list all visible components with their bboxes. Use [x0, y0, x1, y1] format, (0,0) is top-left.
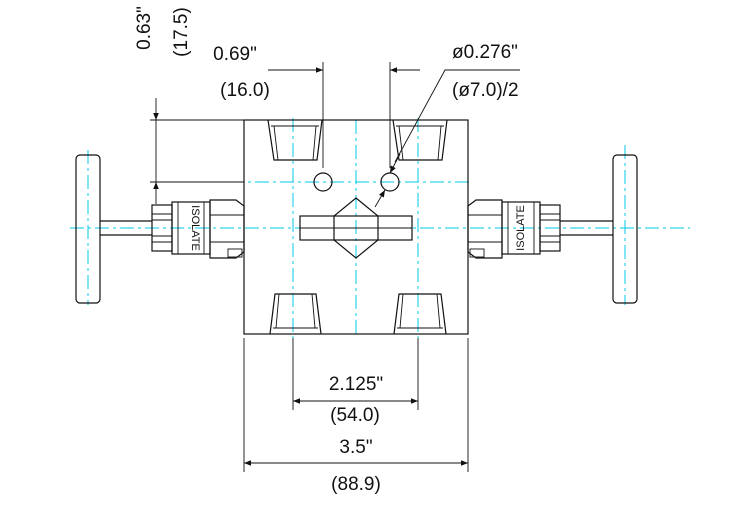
width-in: 3.5" — [339, 437, 372, 458]
port-spacing-mm: (54.0) — [330, 405, 380, 426]
hole-dia-in: ø0.276" — [452, 42, 518, 63]
bottom-left-port — [269, 293, 322, 335]
dimension-top-offset: 0.63" (17.5) — [134, 6, 244, 204]
right-isolate-valve: ISOLATE — [467, 154, 638, 304]
top-left-port — [267, 119, 323, 161]
port-spacing-in: 2.125" — [329, 374, 383, 395]
right-valve-label: ISOLATE — [515, 205, 527, 251]
hole-dia-mm: (ø7.0)/2 — [452, 80, 519, 101]
dimension-hole-diameter: ø0.276" (ø7.0)/2 — [374, 42, 520, 208]
top-right-port — [392, 119, 448, 161]
bottom-right-port — [393, 293, 447, 335]
width-mm: (88.9) — [331, 474, 381, 495]
dimension-hole-spacing: 0.69" (16.0) — [213, 44, 420, 168]
hole-spacing-in: 0.69" — [213, 44, 257, 65]
center-valve-handle — [299, 197, 413, 259]
top-offset-in: 0.63" — [134, 6, 155, 50]
dimension-overall-width: 3.5" (88.9) — [243, 338, 469, 495]
top-offset-mm: (17.5) — [171, 7, 192, 57]
dimension-port-spacing: 2.125" (54.0) — [292, 338, 419, 426]
left-valve-label: ISOLATE — [189, 205, 201, 251]
hole-spacing-mm: (16.0) — [220, 80, 270, 101]
left-isolate-valve: ISOLATE — [75, 154, 245, 304]
